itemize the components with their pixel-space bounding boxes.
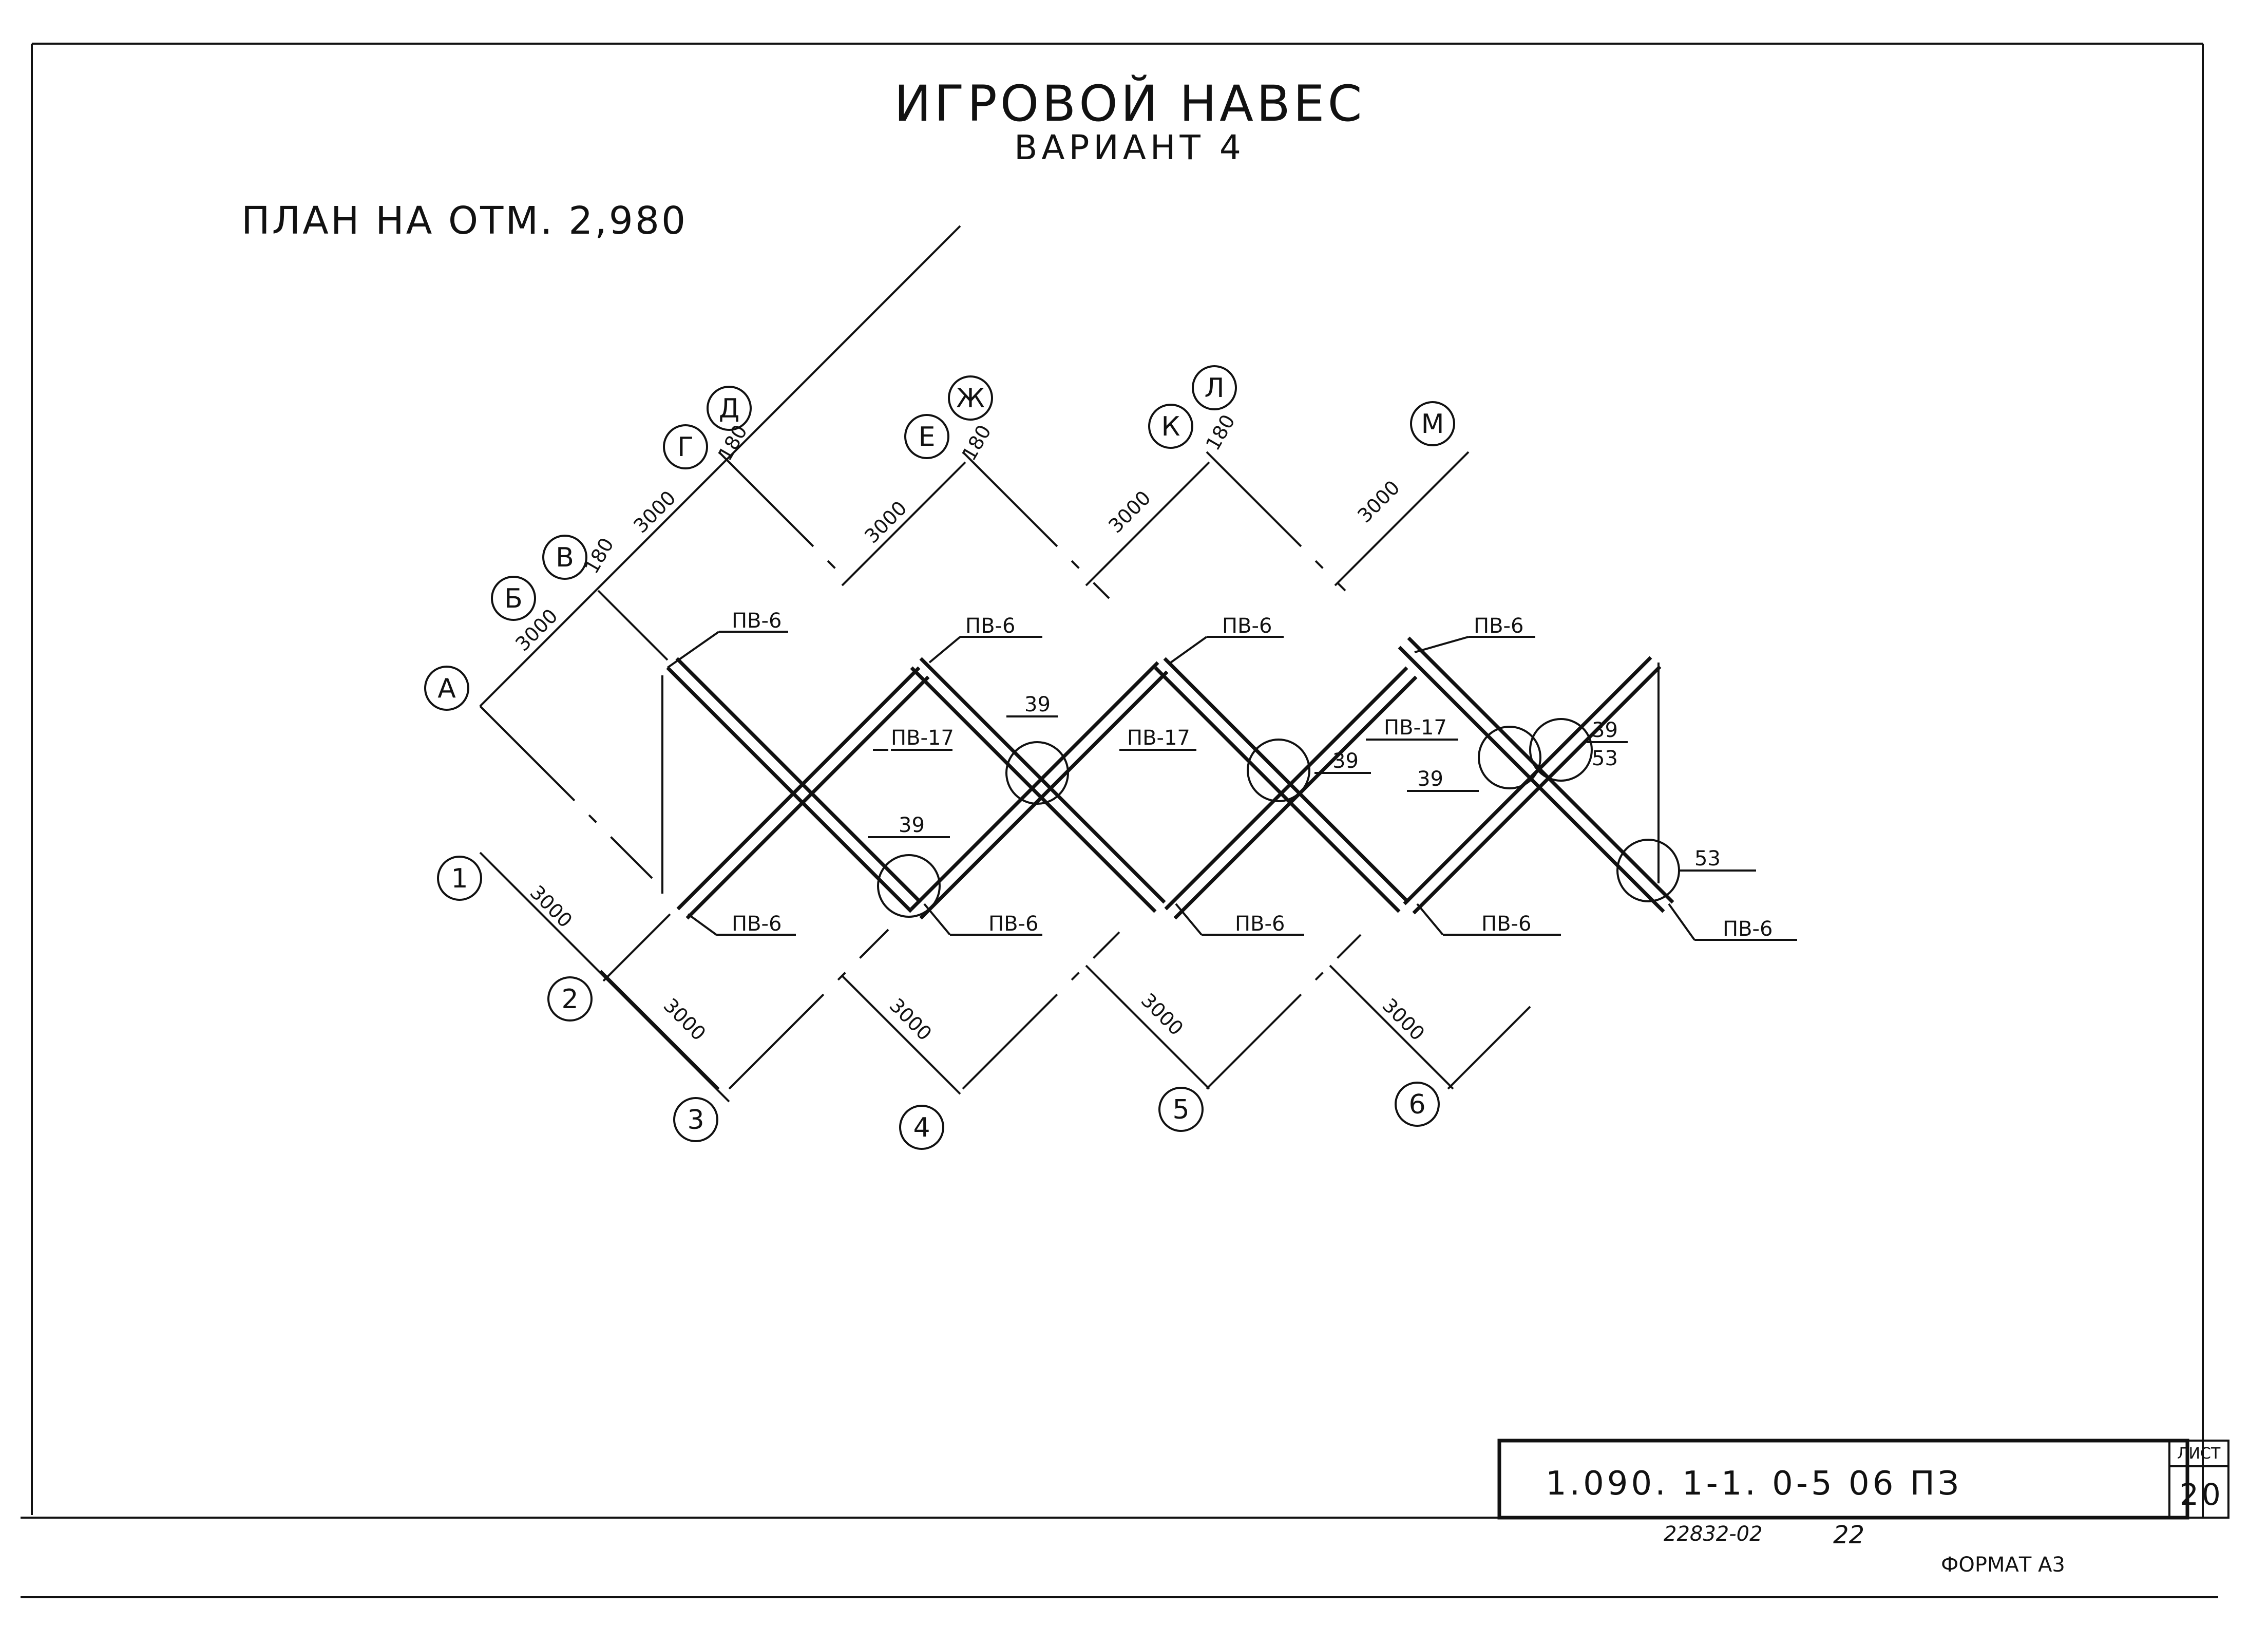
sheet-number: 20 (2180, 1477, 2224, 1512)
element-marks: ПВ-6 ПВ-6 ПВ-6 ПВ-6 ПВ-17 ПВ-17 ПВ-17 ПВ… (666, 609, 1797, 941)
axis-bubble-3: 3 (673, 1097, 718, 1142)
drawing-variant: ВАРИАНТ 4 (1014, 128, 1245, 167)
svg-text:М: М (1421, 409, 1444, 440)
axis-bubble-Г: Г (663, 424, 708, 469)
dimension-lines (479, 225, 1470, 1103)
axis-bubble-5: 5 (1158, 1087, 1204, 1132)
axis-bubble-К: К (1148, 404, 1193, 449)
svg-text:Г: Г (677, 432, 694, 463)
number-axes (602, 913, 1531, 1090)
drawing-title: ИГРОВОЙ НАВЕС (894, 74, 1365, 133)
axis-bubble-Б: Б (491, 576, 536, 621)
order-number: 22832-02 (1664, 1522, 1763, 1546)
svg-text:3: 3 (687, 1105, 704, 1136)
svg-text:39: 39 (899, 814, 925, 837)
svg-text:ПВ-6: ПВ-6 (1481, 912, 1531, 936)
svg-text:ПВ-6: ПВ-6 (988, 912, 1038, 936)
svg-text:ПВ-6: ПВ-6 (1235, 912, 1285, 936)
svg-text:53: 53 (1694, 847, 1721, 871)
svg-text:ПВ-6: ПВ-6 (1222, 614, 1272, 638)
drawing-code: 1.090. 1-1. 0-5 06 ПЗ (1546, 1465, 1962, 1503)
svg-text:39: 39 (1417, 767, 1443, 791)
svg-text:В: В (556, 542, 574, 573)
node-callouts (877, 718, 1680, 918)
svg-text:А: А (437, 673, 456, 704)
svg-text:Б: Б (504, 583, 523, 614)
svg-text:39: 39 (1024, 693, 1051, 716)
axis-bubble-Л: Л (1192, 365, 1237, 410)
axis-bubble-Е: Е (904, 414, 949, 459)
svg-text:ПВ-6: ПВ-6 (965, 614, 1015, 638)
order-sub: 22 (1833, 1521, 1864, 1549)
axis-bubble-А: А (424, 666, 469, 711)
axis-bubble-1: 1 (437, 856, 482, 901)
svg-text:39: 39 (1592, 719, 1618, 742)
axis-bubble-Д: Д (707, 386, 752, 431)
svg-text:53: 53 (1592, 747, 1618, 770)
svg-text:Е: Е (919, 422, 936, 452)
svg-text:ПВ-17: ПВ-17 (1127, 726, 1190, 750)
svg-text:ПВ-6: ПВ-6 (1474, 614, 1523, 638)
svg-text:Л: Л (1204, 373, 1224, 404)
svg-text:4: 4 (913, 1112, 930, 1143)
svg-text:К: К (1161, 411, 1180, 442)
svg-text:ПВ-17: ПВ-17 (891, 726, 954, 750)
title-block: 1.090. 1-1. 0-5 06 ПЗ ЛИСТ 20 22832-02 2… (1497, 1439, 2229, 1577)
svg-text:6: 6 (1408, 1089, 1425, 1120)
svg-text:Д: Д (719, 393, 740, 424)
axis-bubble-6: 6 (1395, 1082, 1440, 1127)
svg-text:Ж: Ж (956, 383, 985, 414)
svg-text:ПВ-6: ПВ-6 (732, 912, 782, 936)
axis-bubble-2: 2 (547, 976, 593, 1022)
svg-text:5: 5 (1172, 1094, 1189, 1125)
plan-label: ПЛАН НА ОТМ. 2,980 (241, 199, 688, 243)
axis-bubble-М: М (1410, 401, 1455, 446)
svg-text:39: 39 (1332, 749, 1359, 773)
svg-text:2: 2 (561, 984, 578, 1015)
svg-text:ПВ-6: ПВ-6 (1723, 917, 1773, 941)
svg-text:ПВ-6: ПВ-6 (732, 609, 782, 633)
axis-bubble-4: 4 (899, 1105, 944, 1150)
axis-bubble-Ж: Ж (948, 375, 993, 421)
sheet-format: ФОРМАТ А3 (1941, 1553, 2065, 1577)
sheet-label: ЛИСТ (2177, 1445, 2221, 1463)
axis-bubble-В: В (542, 535, 587, 580)
letter-axes (479, 451, 1346, 879)
svg-text:ПВ-17: ПВ-17 (1384, 716, 1447, 740)
svg-text:1: 1 (451, 863, 468, 894)
